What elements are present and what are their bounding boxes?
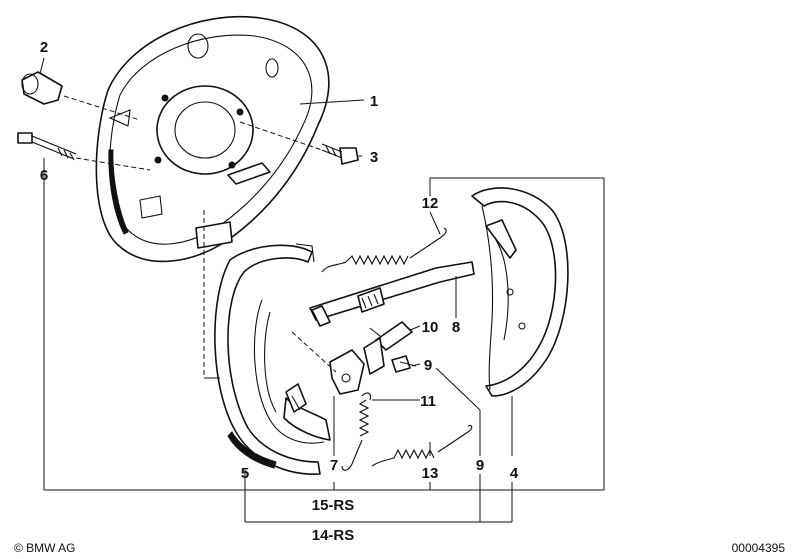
- backing-plate-drawing: [95, 16, 330, 263]
- label-part-2: 2: [40, 39, 48, 56]
- label-part-14-rs: 14-RS: [312, 527, 355, 544]
- leader-lines: [39, 57, 605, 523]
- part-labels: 2 6 1 3 12 8 10 9 11 13 9 4 5 7 15-RS 14…: [40, 39, 519, 544]
- label-part-12: 12: [422, 195, 439, 212]
- label-part-5: 5: [241, 465, 249, 482]
- bolt-left-drawing: [17, 132, 77, 161]
- diagram-number: 00004395: [732, 541, 786, 555]
- copyright-text: © BMW AG: [14, 541, 76, 555]
- right-brake-shoe-drawing: [471, 187, 569, 397]
- lower-spring-horizontal-drawing: [371, 424, 473, 467]
- clip-drawing: [285, 383, 307, 413]
- label-part-15-rs: 15-RS: [312, 497, 355, 514]
- label-part-11: 11: [420, 393, 436, 410]
- small-parts-drawing: [329, 337, 417, 395]
- label-part-9-lower: 9: [476, 457, 484, 474]
- left-brake-shoe-drawing: [214, 243, 331, 475]
- lever-drawing: [369, 321, 413, 351]
- label-part-13: 13: [422, 465, 439, 482]
- label-part-8: 8: [452, 319, 460, 336]
- label-part-1: 1: [370, 93, 378, 110]
- upper-spring-drawing: [321, 227, 447, 273]
- label-part-9-upper: 9: [424, 357, 432, 374]
- label-part-7: 7: [330, 457, 338, 474]
- cap-drawing: [21, 71, 63, 105]
- label-part-6: 6: [40, 167, 48, 184]
- label-part-4: 4: [510, 465, 519, 482]
- label-part-3: 3: [370, 149, 378, 166]
- adjuster-strut-drawing: [309, 261, 475, 327]
- footer: © BMW AG 00004395: [14, 541, 785, 555]
- bolt-right-drawing: [321, 143, 359, 165]
- lower-spring-vertical-drawing: [341, 392, 372, 471]
- label-part-10: 10: [422, 319, 439, 336]
